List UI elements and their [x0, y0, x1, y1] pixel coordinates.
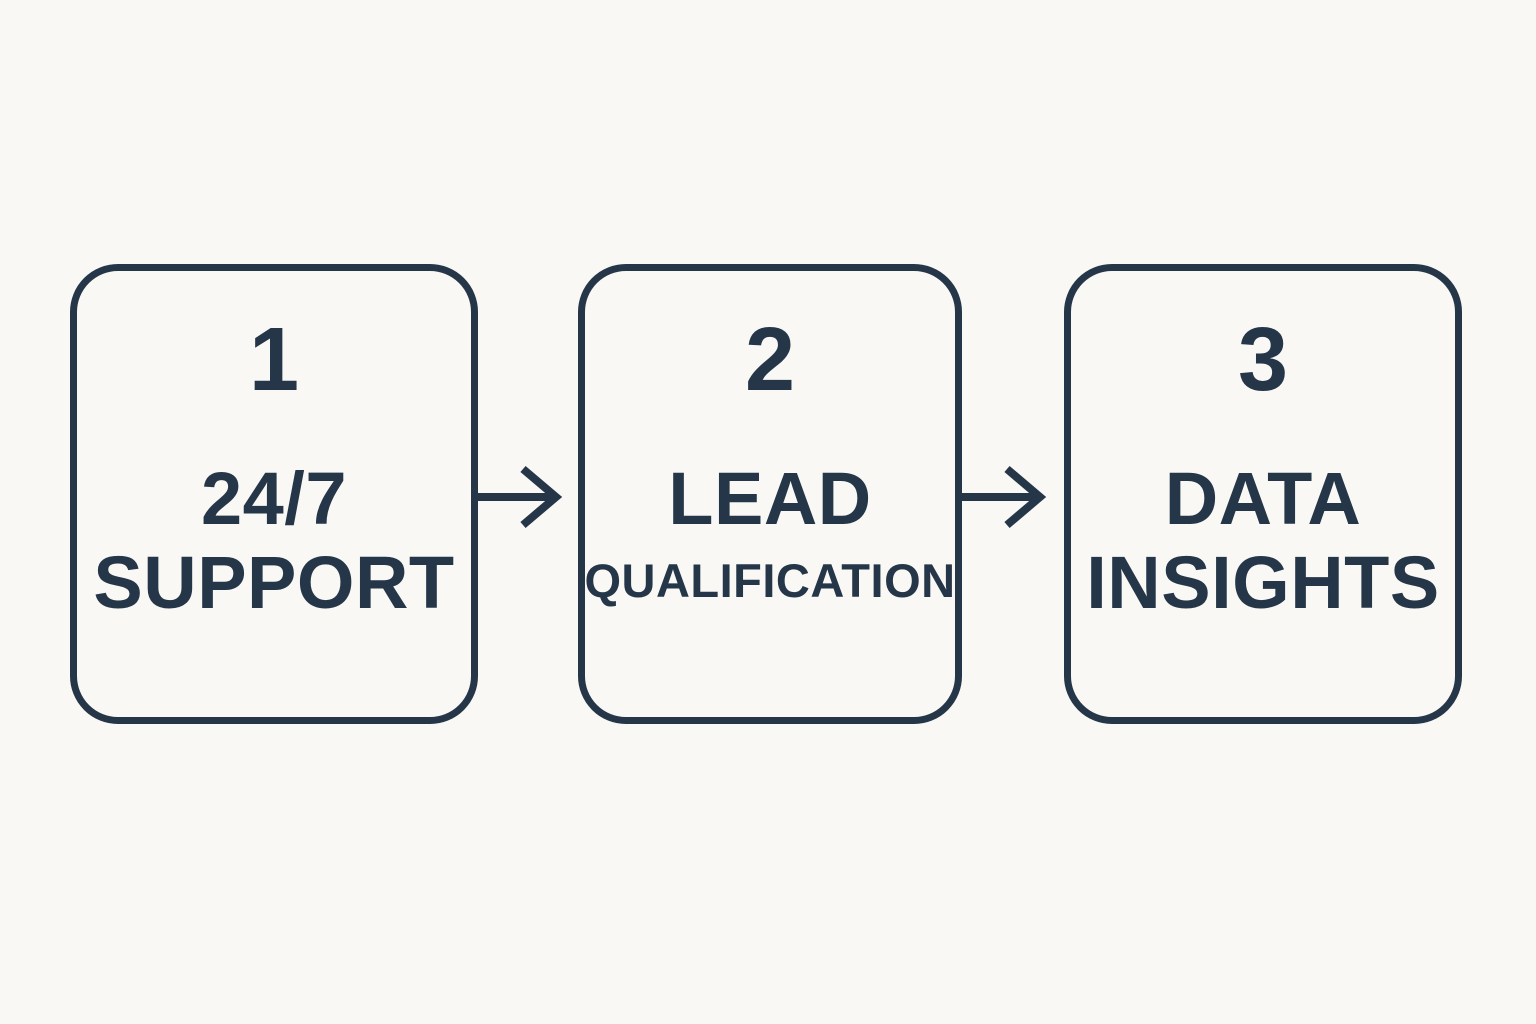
step-card-3: 3 DATA INSIGHTS: [1064, 264, 1462, 724]
step-label-line2: QUALIFICATION: [584, 554, 956, 608]
arrow-right-icon: [476, 460, 564, 534]
step-label-line2: SUPPORT: [93, 541, 455, 625]
step-number: 3: [1237, 310, 1289, 410]
step-label: LEAD QUALIFICATION: [584, 457, 955, 607]
step-label-line1: DATA: [1164, 457, 1362, 540]
step-label-line2: INSIGHTS: [1086, 541, 1440, 625]
step-number: 1: [248, 310, 300, 410]
step-number: 2: [744, 310, 796, 410]
step-card-2: 2 LEAD QUALIFICATION: [578, 264, 962, 724]
step-label-line1: LEAD: [668, 457, 872, 540]
step-label: DATA INSIGHTS: [1086, 457, 1439, 626]
arrow-right-icon: [960, 460, 1048, 534]
step-card-1: 1 24/7 SUPPORT: [70, 264, 478, 724]
step-label-line1: 24/7: [200, 457, 348, 540]
step-label: 24/7 SUPPORT: [93, 457, 454, 626]
